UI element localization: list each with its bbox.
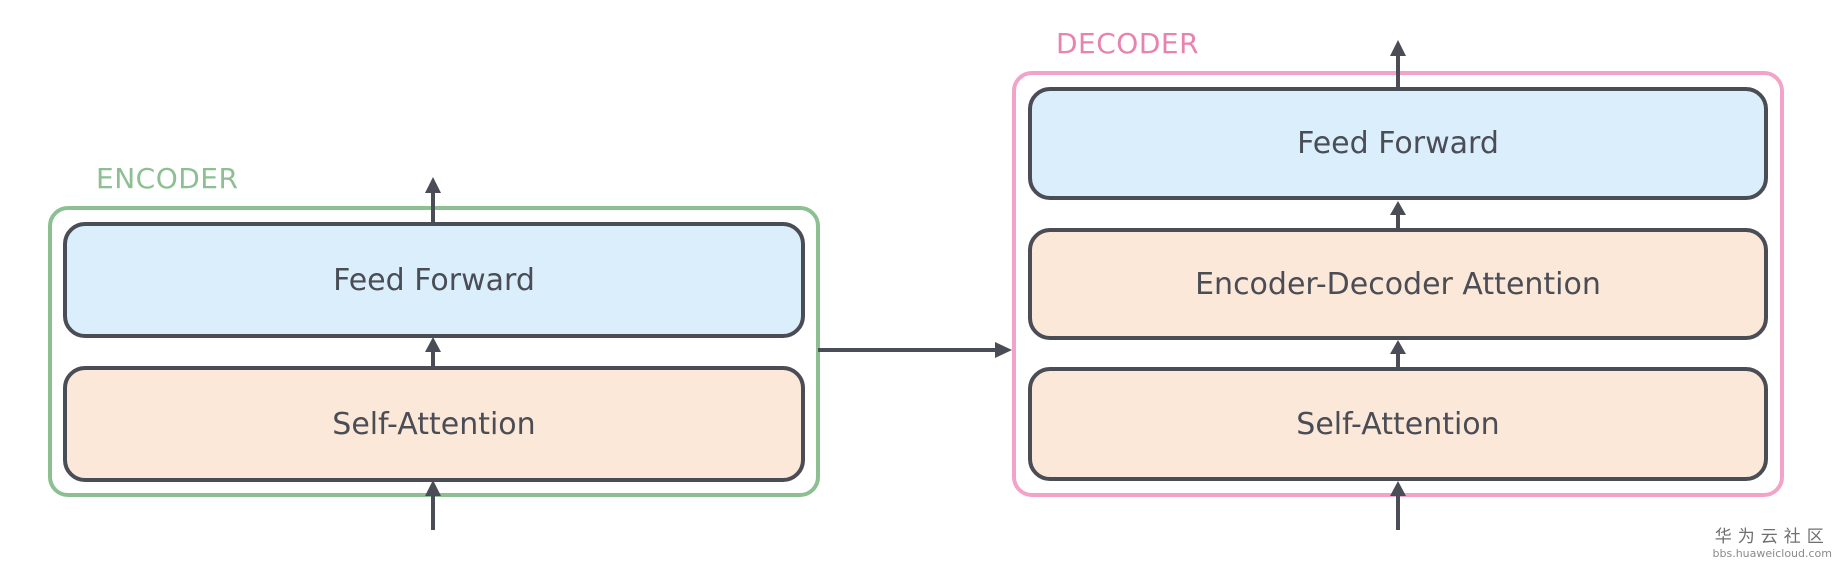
decoder-feed-forward-label: Feed Forward [1297,126,1499,161]
decoder-self-attention-label: Self-Attention [1296,406,1500,442]
encoder-input-arrow [425,480,441,530]
encoder-self-attention-layer: Self-Attention [63,366,805,482]
decoder-self-attention-layer: Self-Attention [1028,367,1768,481]
watermark-brand: 华为云社区 [1714,527,1830,547]
decoder-internal-arrow-lower [1390,340,1406,367]
encoder-to-decoder-arrow [818,342,1012,358]
decoder-enc-dec-attention-layer: Encoder-Decoder Attention [1028,228,1768,340]
watermark: 华为云社区 bbs.huaweicloud.com [1713,527,1832,560]
decoder-enc-dec-attention-label: Encoder-Decoder Attention [1195,266,1601,302]
encoder-internal-arrow [425,337,441,366]
encoder-label: ENCODER [96,162,239,195]
encoder-feed-forward-label: Feed Forward [333,262,535,298]
decoder-output-arrow [1390,40,1406,87]
decoder-input-arrow [1390,481,1406,530]
decoder-internal-arrow-upper [1390,201,1406,228]
decoder-label: DECODER [1056,27,1200,60]
watermark-url: bbs.huaweicloud.com [1712,547,1832,560]
encoder-self-attention-label: Self-Attention [332,406,536,442]
encoder-feed-forward-layer: Feed Forward [63,222,805,338]
decoder-feed-forward-layer: Feed Forward [1028,87,1768,200]
encoder-output-arrow [425,177,441,222]
